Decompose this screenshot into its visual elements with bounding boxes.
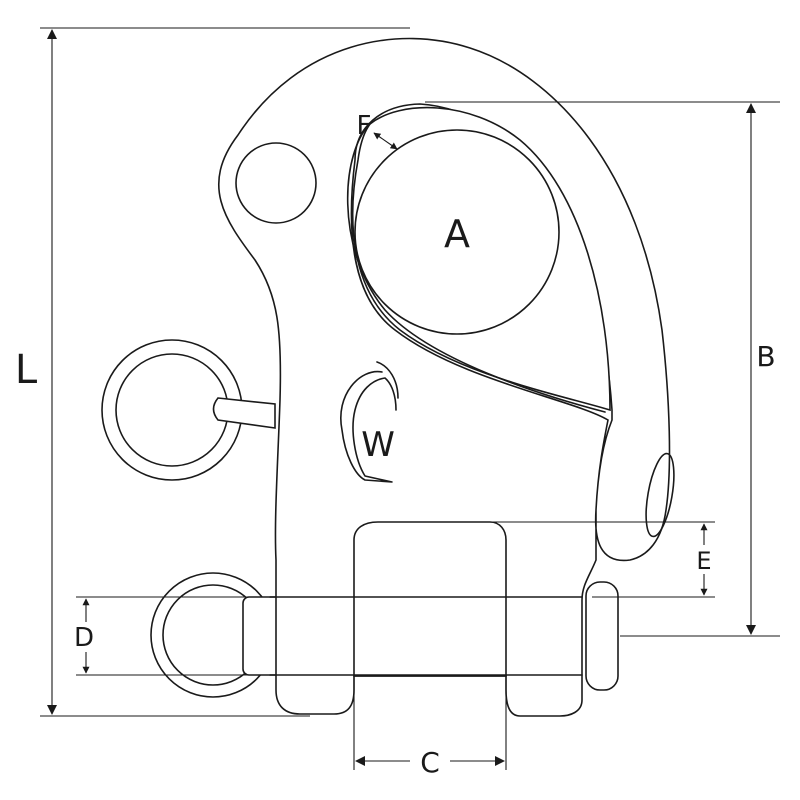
bail-groove xyxy=(346,121,606,413)
dimension-C: C xyxy=(353,676,507,779)
brand-logo-icon: W xyxy=(340,361,399,483)
attachment-eye xyxy=(235,142,317,224)
bail-opening-circle xyxy=(354,129,560,335)
label-C: C xyxy=(420,746,440,779)
label-D: D xyxy=(74,623,94,653)
latch-tip xyxy=(645,452,675,538)
label-F: F xyxy=(357,111,372,141)
dimension-F: F xyxy=(357,111,398,150)
label-A: A xyxy=(444,212,470,256)
ring-stud xyxy=(212,397,276,429)
dimension-L: L xyxy=(15,27,410,717)
dimension-E: E xyxy=(492,521,715,598)
dimension-D: D xyxy=(74,596,250,676)
dimension-B: B xyxy=(425,101,780,637)
jaw-block xyxy=(353,521,507,677)
logo-letter: W xyxy=(361,425,395,465)
pin-head-right xyxy=(585,581,619,691)
label-E: E xyxy=(696,547,711,575)
label-L: L xyxy=(15,347,38,393)
label-B: B xyxy=(756,340,775,373)
